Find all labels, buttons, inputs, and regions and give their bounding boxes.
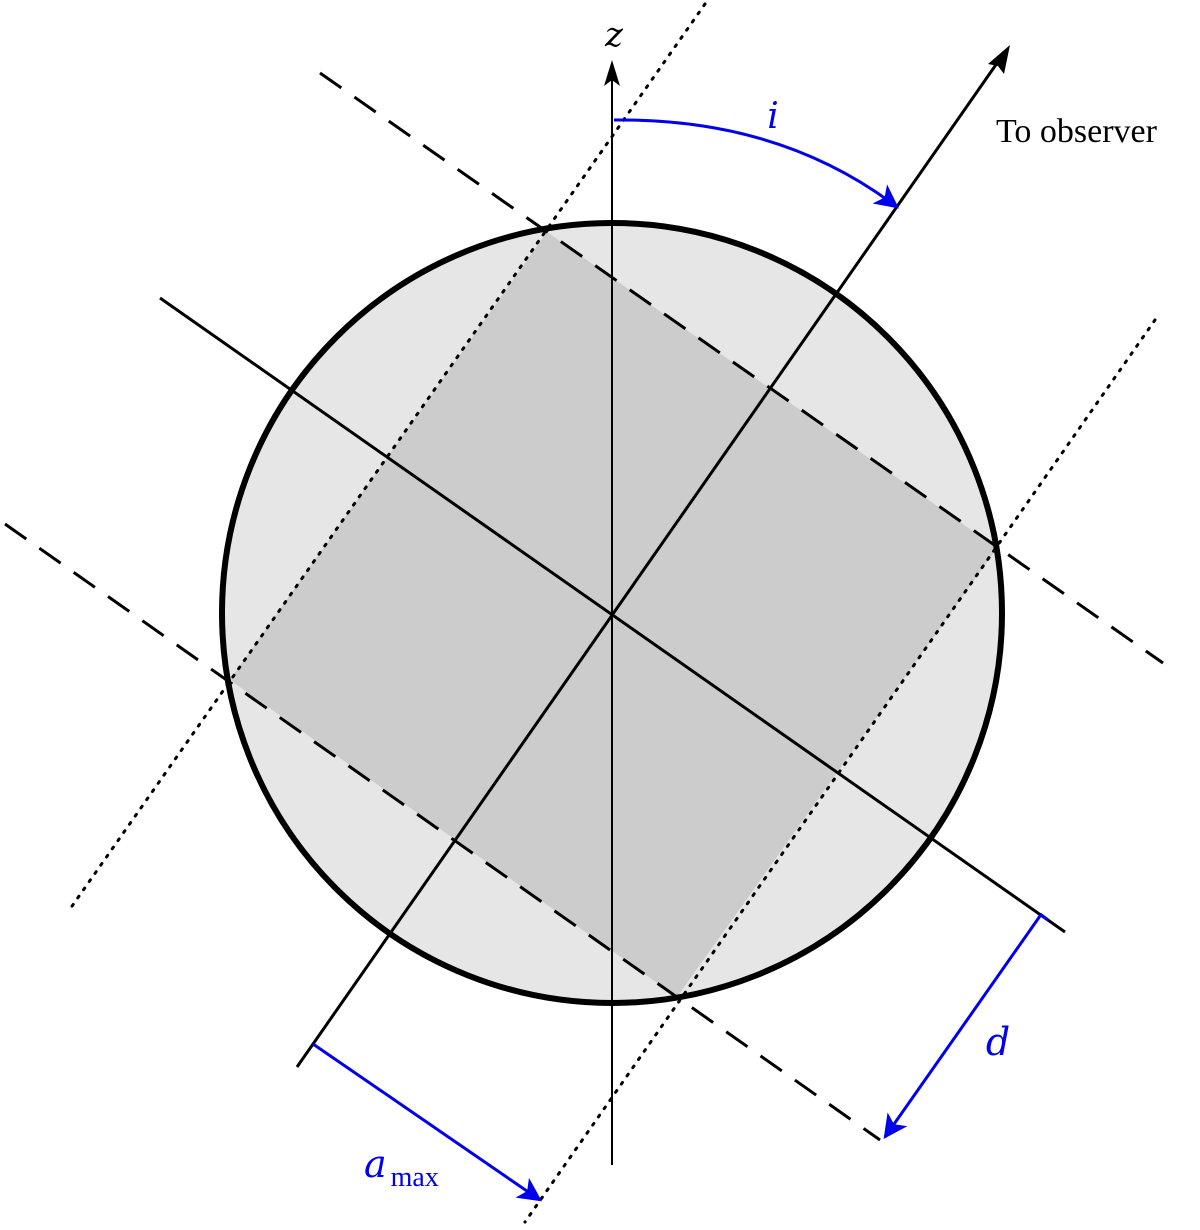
sphere-outline [219,220,1005,1006]
perpendicular-line [159,296,1066,934]
amax-label-main: a [364,1142,387,1186]
inclination-label: i [767,96,779,137]
amax-arrow [312,1042,542,1202]
amax-label: a max [364,1142,439,1193]
dotted-line-right [523,318,1157,1224]
inclination-arc [613,118,899,209]
dashed-line-lower [4,522,881,1142]
observer-label: To observer [996,113,1158,150]
depth-label: d [986,1020,1010,1064]
z-axis-arrowhead [604,60,620,86]
observer-arrowhead [988,45,1010,74]
depth-arrow [883,915,1042,1139]
dashed-line-upper [319,71,1164,665]
z-axis-label: z [604,15,624,55]
amax-label-sub: max [391,1162,439,1193]
depth-arrow-tick [1039,912,1049,922]
dashed-lines [4,71,1164,1142]
line-of-sight [295,55,1004,1068]
